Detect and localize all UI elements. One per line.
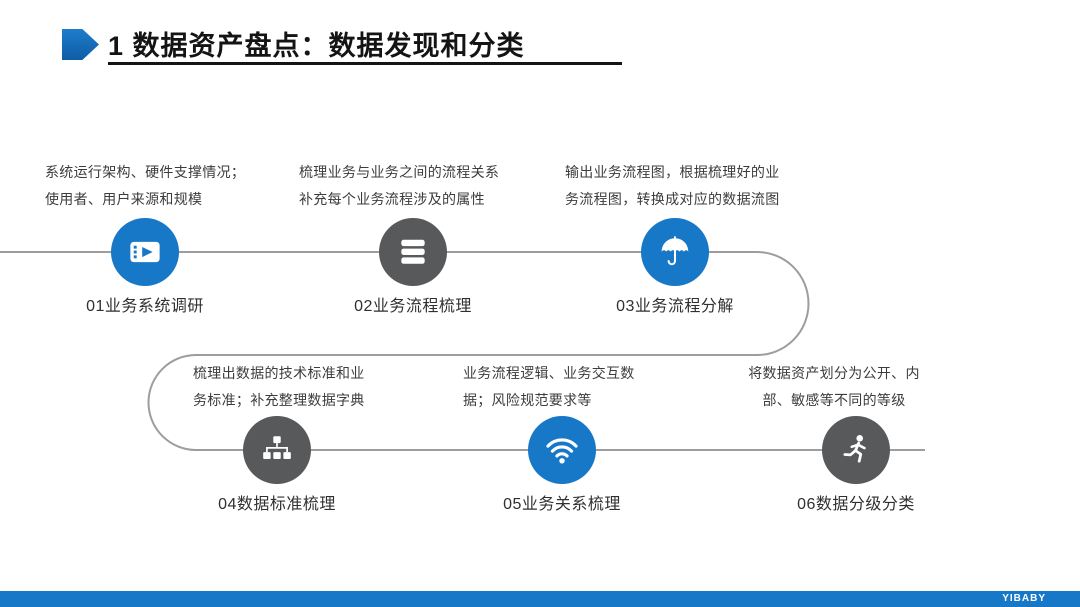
description-line: 将数据资产划分为公开、内 xyxy=(748,365,920,381)
step-05-node xyxy=(528,416,596,484)
step-06-node xyxy=(822,416,890,484)
wifi-icon xyxy=(544,432,580,468)
page-title: 1 数据资产盘点：数据发现和分类 xyxy=(108,31,525,61)
description-line: 业务流程逻辑、业务交互数 xyxy=(463,365,635,381)
step-01-label: 01业务系统调研 xyxy=(86,298,204,315)
umbrella-icon xyxy=(658,235,692,269)
step-02-label: 02业务流程梳理 xyxy=(354,298,472,315)
step-05-label: 05业务关系梳理 xyxy=(503,496,621,513)
step-02-description: 梳理业务与业务之间的流程关系 补充每个业务流程涉及的属性 xyxy=(299,159,539,213)
description-line: 据；风险规范要求等 xyxy=(463,392,592,408)
step-06-description: 将数据资产划分为公开、内 部、敏感等不同的等级 xyxy=(743,360,925,414)
description-line: 梳理出数据的技术标准和业 xyxy=(193,365,365,381)
description-line: 系统运行架构、硬件支撑情况； xyxy=(45,164,246,180)
description-line: 务标准；补充整理数据字典 xyxy=(193,392,365,408)
step-06-label: 06数据分级分类 xyxy=(797,496,915,513)
step-04-node xyxy=(243,416,311,484)
step-01-node xyxy=(111,218,179,286)
layers-icon xyxy=(396,235,430,269)
description-line: 输出业务流程图，根据梳理好的业 xyxy=(565,164,780,180)
step-04-label: 04数据标准梳理 xyxy=(218,496,336,513)
step-03-node xyxy=(641,218,709,286)
description-line: 部、敏感等不同的等级 xyxy=(762,392,906,408)
footer-bar: YIBABY xyxy=(0,591,1080,607)
step-03-description: 输出业务流程图，根据梳理好的业 务流程图，转换成对应的数据流图 xyxy=(565,159,820,213)
video-icon xyxy=(127,234,163,270)
step-01-description: 系统运行架构、硬件支撑情况； 使用者、用户来源和规模 xyxy=(45,159,285,213)
flow-connector-path xyxy=(0,251,925,451)
step-03-label: 03业务流程分解 xyxy=(616,298,734,315)
footer-brand: YIBABY xyxy=(1002,593,1046,604)
sitemap-icon xyxy=(260,433,294,467)
description-line: 梳理业务与业务之间的流程关系 xyxy=(299,164,500,180)
step-05-description: 业务流程逻辑、业务交互数 据；风险规范要求等 xyxy=(463,360,678,414)
step-04-description: 梳理出数据的技术标准和业 务标准；补充整理数据字典 xyxy=(193,360,408,414)
description-line: 使用者、用户来源和规模 xyxy=(45,191,203,207)
title-underline xyxy=(108,62,622,65)
description-line: 补充每个业务流程涉及的属性 xyxy=(299,191,485,207)
running-person-icon xyxy=(839,433,873,467)
description-line: 务流程图，转换成对应的数据流图 xyxy=(565,191,780,207)
step-02-node xyxy=(379,218,447,286)
